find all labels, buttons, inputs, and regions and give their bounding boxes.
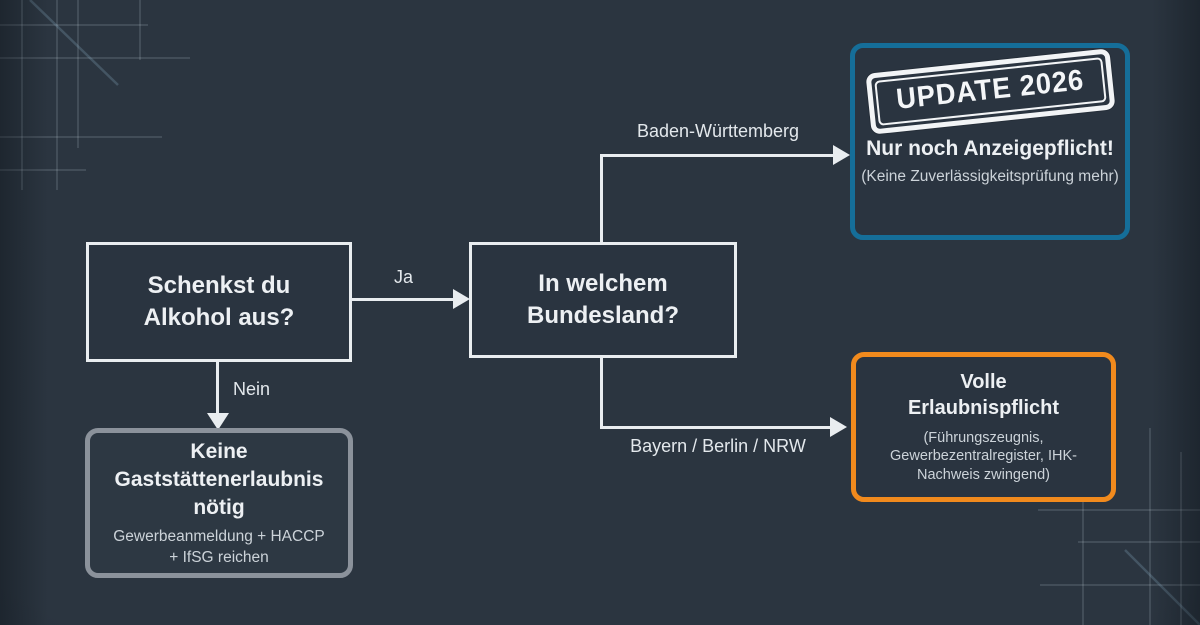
node-no-permit-title: Keine Gaststättenerlaubnis nötig (114, 440, 324, 519)
edge-ja-label: Ja (393, 267, 413, 287)
node-keine-gaststaettenerlaubnis: Keine Gaststättenerlaubnis nötig Gewerbe… (85, 428, 353, 578)
node-bundesland-title: In welchem Bundesland? (526, 270, 679, 329)
node-start-title: Schenkst du Alkohol aus? (143, 272, 295, 331)
edge-ja-line (352, 298, 455, 301)
node-volle-erlaubnispflicht: Volle Erlaubnispflicht (Führungszeugnis,… (851, 352, 1116, 502)
node-bw-title: Nur noch Anzeigepflicht! (866, 137, 1114, 160)
edge-nein-label: Nein (233, 379, 271, 399)
edge-nein-line (216, 362, 219, 415)
node-anzeigepflicht-update: UPDATE 2026 Nur noch Anzeigepflicht! (Ke… (850, 43, 1130, 240)
edge-nein-arrowhead-icon (207, 413, 229, 430)
node-bw-subtitle: (Keine Zuverlässigkeitsprüfung mehr) (861, 167, 1119, 185)
update-2026-stamp-text: UPDATE 2026 (894, 64, 1086, 116)
node-no-permit-subtitle: Gewerbeanmeldung + HACCP + IfSG reichen (113, 528, 325, 566)
node-full-subtitle: (Führungszeugnis, Gewerbezentralregister… (890, 429, 1077, 484)
edge-ja-arrowhead-icon (453, 289, 470, 309)
edge-bayern-berlin-nrw-horizontal-line (600, 426, 833, 429)
edge-bayern-berlin-nrw-vertical-line (600, 357, 603, 429)
edge-baden-wuerttemberg-label: Baden-Württemberg (636, 121, 800, 141)
edge-baden-wuerttemberg-vertical-line (600, 154, 603, 244)
node-in-welchem-bundesland: In welchem Bundesland? (469, 242, 737, 358)
edge-baden-wuerttemberg-arrowhead-icon (833, 145, 850, 165)
edge-bayern-berlin-nrw-label: Bayern / Berlin / NRW (630, 436, 806, 456)
update-2026-stamp-inner-border: UPDATE 2026 (873, 57, 1107, 126)
node-schenkst-du-alkohol: Schenkst du Alkohol aus? (86, 242, 352, 362)
update-2026-stamp: UPDATE 2026 (865, 48, 1115, 135)
edge-bayern-berlin-nrw-arrowhead-icon (830, 417, 847, 437)
edge-baden-wuerttemberg-horizontal-line (600, 154, 835, 157)
node-full-title: Volle Erlaubnispflicht (907, 370, 1060, 420)
